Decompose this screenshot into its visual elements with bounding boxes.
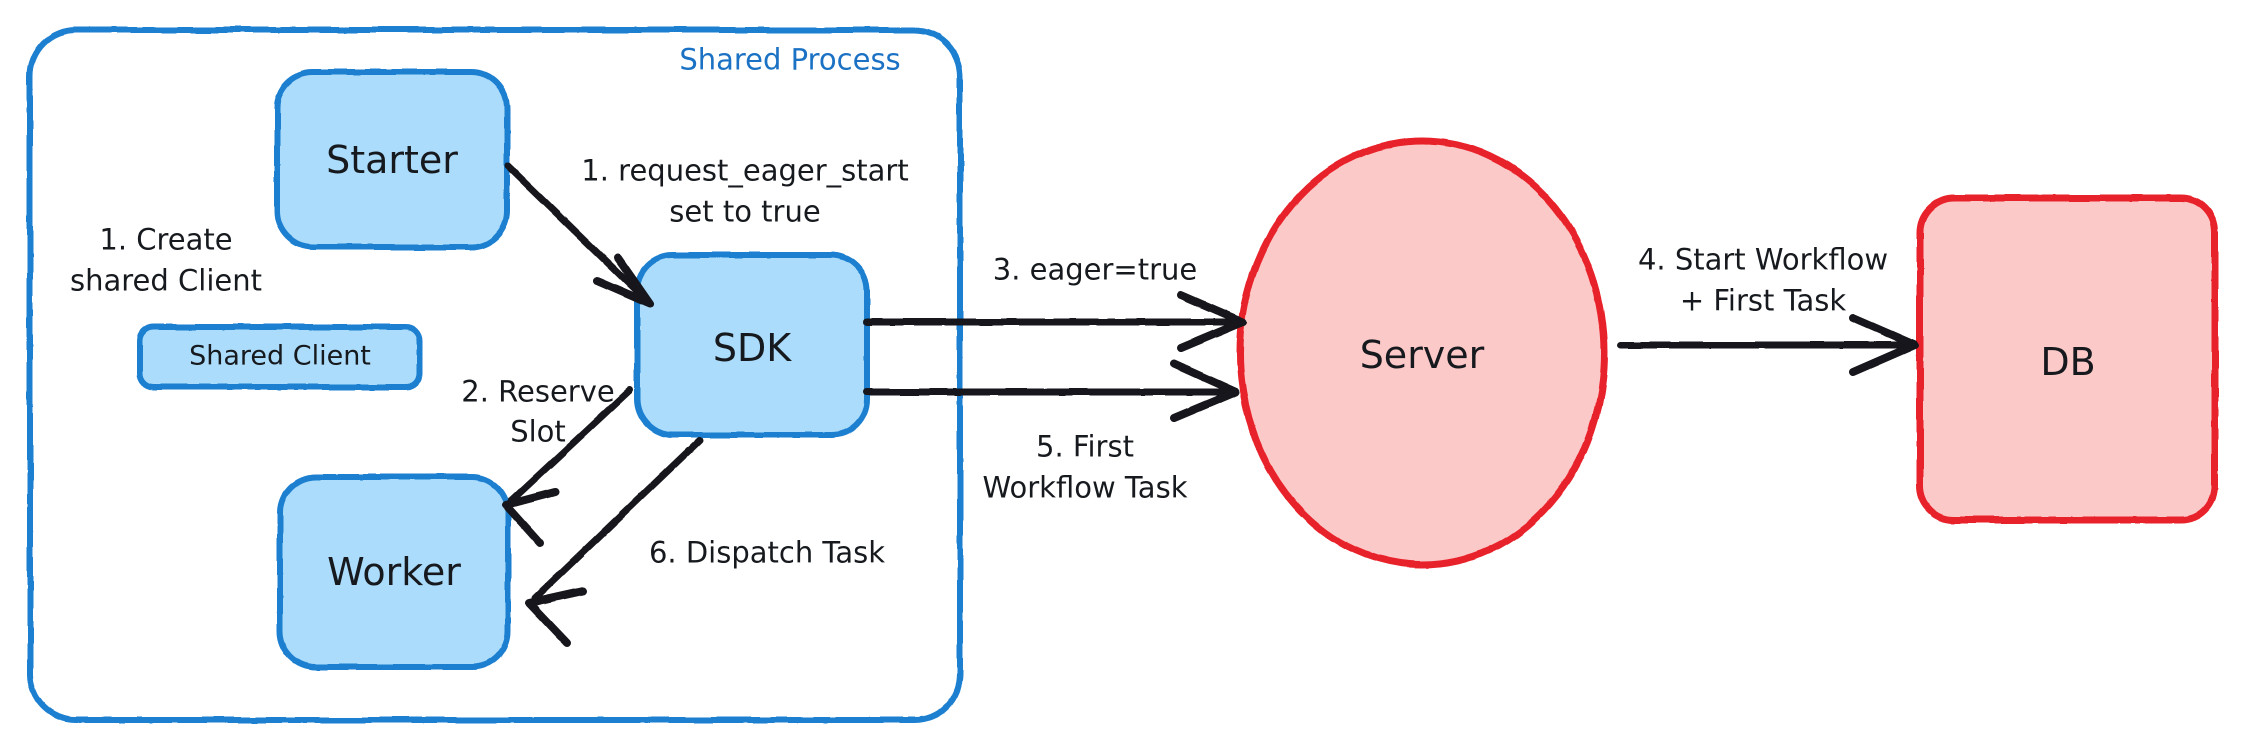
edge-sdk-worker-dispatch (525, 436, 704, 647)
node-shared-client[interactable] (137, 324, 423, 390)
edge-server-db (1616, 314, 1919, 376)
edge-sdk-server-eager (863, 291, 1247, 352)
edge-starter-sdk (504, 162, 654, 308)
node-starter[interactable] (274, 69, 510, 250)
node-server[interactable] (1236, 137, 1608, 569)
node-sdk[interactable] (634, 252, 870, 438)
node-worker[interactable] (277, 474, 511, 670)
node-db[interactable] (1916, 194, 2219, 524)
edge-sdk-worker-reserve (502, 386, 634, 547)
edge-sdk-server-first-task (863, 360, 1240, 422)
shared-process-container (27, 27, 963, 723)
